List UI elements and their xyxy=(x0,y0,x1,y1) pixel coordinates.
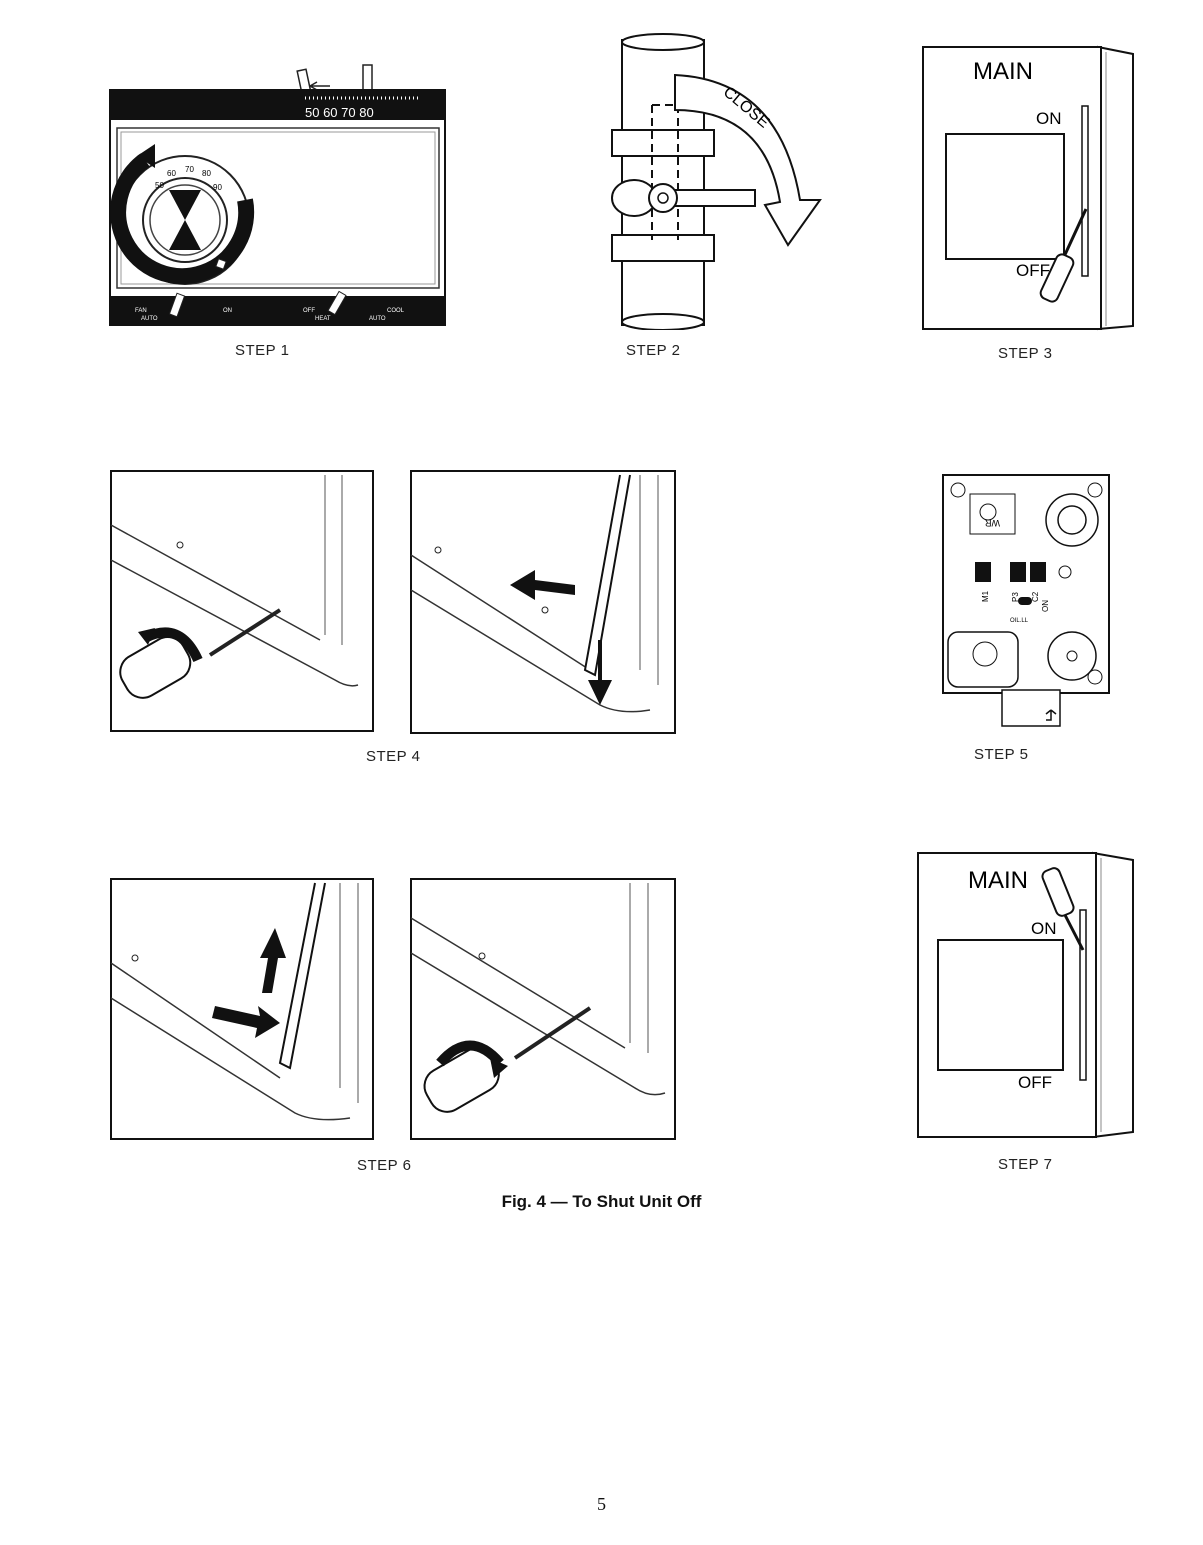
step3-caption: STEP 3 xyxy=(998,345,1052,362)
step2-gas-valve-illustration: CLOSE xyxy=(580,30,830,330)
step6-screwdriver-illustration xyxy=(410,878,676,1140)
step1-dial-tick: 80 xyxy=(202,169,211,178)
step4-caption: STEP 4 xyxy=(366,748,420,765)
step6-caption: STEP 6 xyxy=(357,1157,411,1174)
step7-caption: STEP 7 xyxy=(998,1156,1052,1173)
step1-dial-tick: 70 xyxy=(185,165,194,174)
step1-thermostat-illustration: 50 60 70 80 50 60 70 80 90 FAN AUTO ON O… xyxy=(105,60,450,330)
step5-m1-label: M1 xyxy=(981,590,990,602)
step3-main-switch-illustration: MAIN ON OFF xyxy=(918,44,1143,334)
step1-off-label: OFF xyxy=(303,308,315,314)
step1-auto-label: AUTO xyxy=(141,316,158,322)
step5-c2-label: C2 xyxy=(1031,591,1040,602)
step1-auto2-label: AUTO xyxy=(369,316,386,322)
step1-scale-text: 50 60 70 80 xyxy=(305,105,374,120)
step7-main-label: MAIN xyxy=(968,867,1028,894)
step1-dial-tick: 90 xyxy=(213,183,222,192)
step7-on-label: ON xyxy=(1031,919,1057,938)
step3-off-label: OFF xyxy=(1016,261,1050,280)
step5-gas-control-illustration: WR M1 P3 C2 ON OIL.LL xyxy=(940,472,1112,730)
step3-on-label: ON xyxy=(1036,109,1062,128)
page-number: 5 xyxy=(0,1494,1203,1515)
step5-on-label: ON xyxy=(1041,600,1050,612)
figure-title: Fig. 4 — To Shut Unit Off xyxy=(0,1192,1203,1212)
step5-oil-label: OIL.LL xyxy=(1010,618,1029,624)
step7-off-label: OFF xyxy=(1018,1073,1052,1092)
step4-screwdriver-illustration xyxy=(110,470,374,732)
step5-wr-label: WR xyxy=(985,518,1000,528)
step4-panel-lift-illustration xyxy=(410,470,676,734)
step1-cool-label: COOL xyxy=(387,308,405,314)
step1-caption: STEP 1 xyxy=(235,342,289,359)
step1-on-label: ON xyxy=(223,308,232,314)
step1-heat-label: HEAT xyxy=(315,316,331,322)
step1-dial-tick: 50 xyxy=(155,181,164,190)
step1-dial-tick: 60 xyxy=(167,169,176,178)
step2-caption: STEP 2 xyxy=(626,342,680,359)
step5-caption: STEP 5 xyxy=(974,746,1028,763)
step6-panel-replace-illustration xyxy=(110,878,374,1140)
step3-main-label: MAIN xyxy=(973,58,1033,85)
step7-main-switch-illustration: MAIN ON OFF xyxy=(913,850,1141,1142)
step1-fan-label: FAN xyxy=(135,308,147,314)
